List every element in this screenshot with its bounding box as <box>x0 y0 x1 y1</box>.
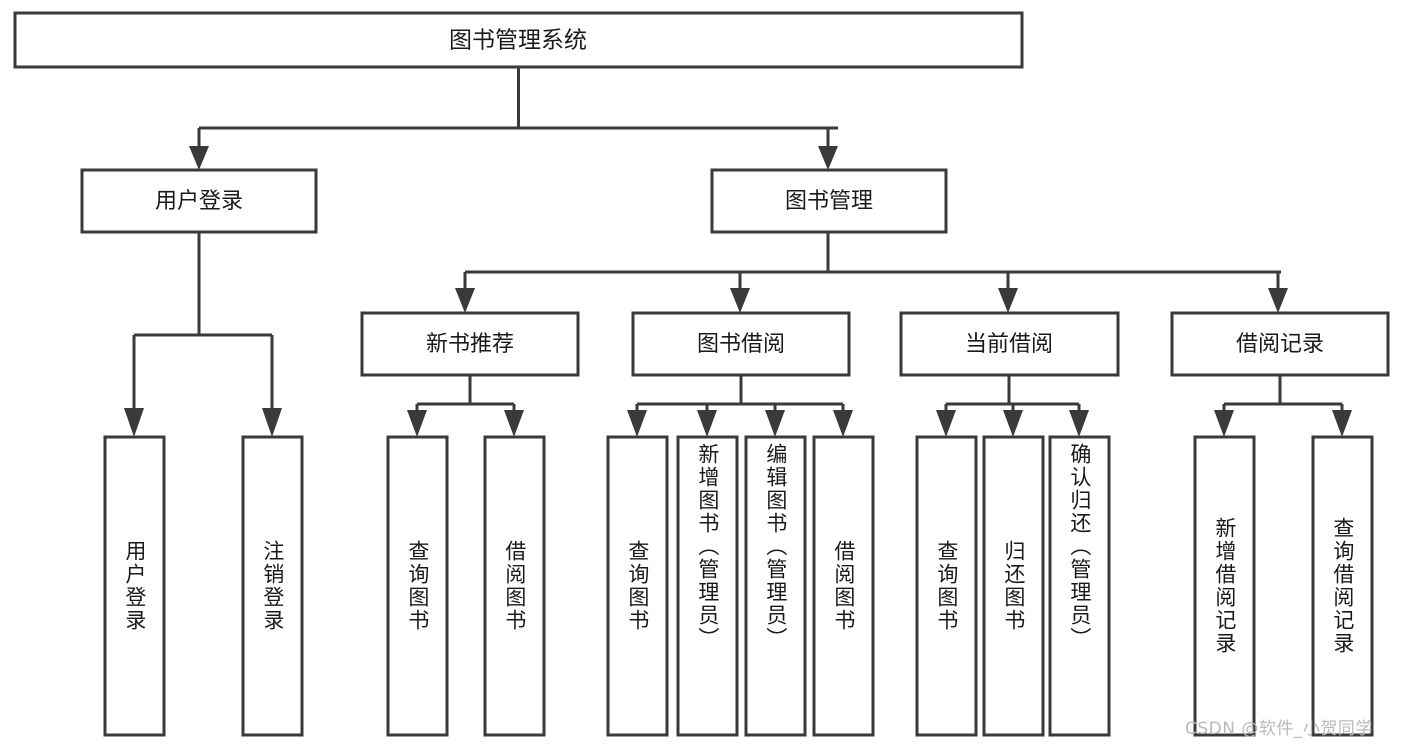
leaf-box-user-login[interactable] <box>103 435 166 737</box>
leaf-box-add-borrow-record[interactable] <box>1193 435 1256 737</box>
arrow-current-leaf-1 <box>936 410 956 437</box>
arrow-user-login-leaf-2 <box>262 408 282 437</box>
node-borrow-record[interactable]: 借阅记录 <box>1170 311 1390 377</box>
leaf-box-query-book-2[interactable] <box>606 435 669 737</box>
arrow-book-mgmt-to-new-book <box>455 288 475 313</box>
node-book-borrow[interactable]: 图书借阅 <box>631 311 851 377</box>
node-root-label: 图书管理系统 <box>449 28 587 54</box>
node-book-management-label: 图书管理 <box>785 189 873 214</box>
leaf-box-logout[interactable] <box>241 435 304 737</box>
node-new-book-recommend[interactable]: 新书推荐 <box>360 311 580 377</box>
connectors <box>124 67 1352 437</box>
node-book-borrow-label: 图书借阅 <box>697 332 785 357</box>
node-current-borrow[interactable]: 当前借阅 <box>899 311 1120 377</box>
arrow-record-leaf-2 <box>1332 410 1352 437</box>
node-user-login[interactable]: 用户登录 <box>80 168 318 234</box>
leaf-box-query-book-3[interactable] <box>915 435 978 737</box>
arrow-record-leaf-1 <box>1214 410 1234 437</box>
arrow-new-book-leaf-1 <box>407 410 427 437</box>
node-user-login-box[interactable] <box>80 168 318 234</box>
node-new-book-recommend-box[interactable] <box>360 311 580 377</box>
leaf-box-query-book-1[interactable] <box>386 435 449 737</box>
node-book-management[interactable]: 图书管理 <box>710 168 948 234</box>
arrow-book-mgmt-to-borrow <box>730 288 750 313</box>
leaf-box-borrow-book-1[interactable] <box>483 435 546 737</box>
arrow-book-mgmt-to-record <box>1268 288 1288 313</box>
arrow-book-mgmt-to-current <box>998 288 1018 313</box>
leaf-boxes <box>103 435 1374 737</box>
leaf-box-add-book-admin[interactable] <box>676 435 739 737</box>
csdn-watermark: CSDN @软件_小贺同学 <box>1185 719 1373 739</box>
leaf-box-confirm-return-admin[interactable] <box>1048 435 1111 737</box>
node-new-book-recommend-label: 新书推荐 <box>426 332 514 357</box>
arrow-borrow-leaf-4 <box>833 410 853 437</box>
arrow-current-leaf-3 <box>1069 410 1089 437</box>
node-user-login-label: 用户登录 <box>155 189 243 214</box>
node-root[interactable]: 图书管理系统 <box>13 11 1024 69</box>
arrow-borrow-leaf-1 <box>627 410 647 437</box>
arrow-root-to-user-login <box>189 146 209 170</box>
arrow-borrow-leaf-3 <box>765 410 785 437</box>
leaf-box-edit-book-admin[interactable] <box>744 435 807 737</box>
node-current-borrow-box[interactable] <box>899 311 1120 377</box>
node-borrow-record-box[interactable] <box>1170 311 1390 377</box>
arrow-root-to-book-mgmt <box>818 146 838 170</box>
node-borrow-record-label: 借阅记录 <box>1236 332 1324 357</box>
arrow-borrow-leaf-2 <box>697 410 717 437</box>
arrow-current-leaf-2 <box>1003 410 1023 437</box>
leaf-box-query-borrow-record[interactable] <box>1311 435 1374 737</box>
node-current-borrow-label: 当前借阅 <box>965 332 1053 357</box>
node-book-borrow-box[interactable] <box>631 311 851 377</box>
leaf-box-return-book[interactable] <box>982 435 1045 737</box>
arrow-user-login-leaf-1 <box>124 408 144 437</box>
arrow-new-book-leaf-2 <box>504 410 524 437</box>
node-root-box[interactable] <box>13 11 1024 69</box>
leaf-box-borrow-book-2[interactable] <box>812 435 875 737</box>
node-book-management-box[interactable] <box>710 168 948 234</box>
